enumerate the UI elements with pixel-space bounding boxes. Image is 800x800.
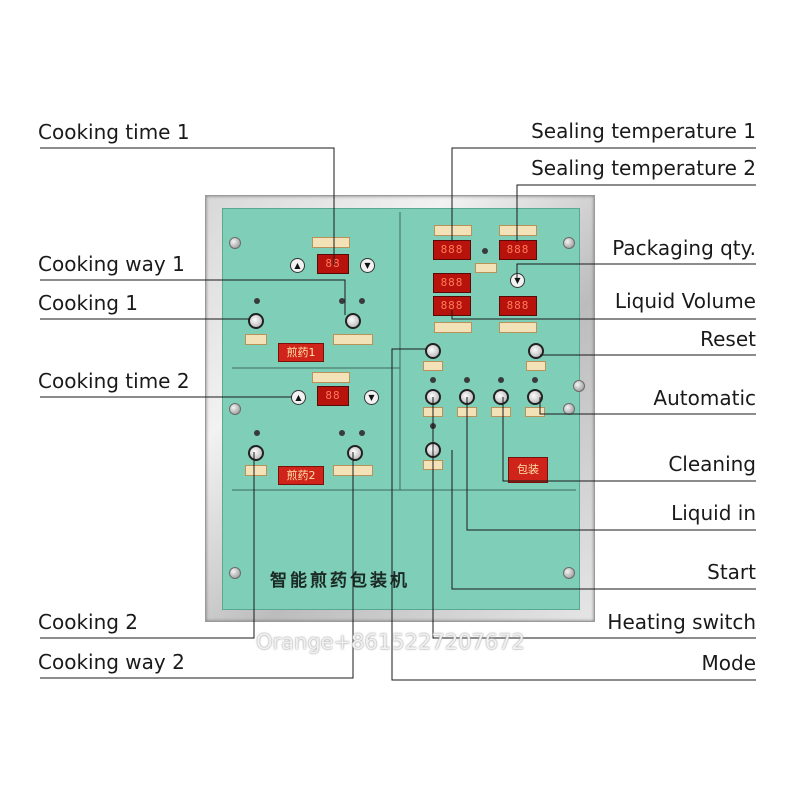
- label-sealing-temperature-2: Sealing temperature 2: [531, 156, 756, 180]
- packaging-qty-tag: [475, 263, 497, 273]
- cooking-way-2-led: [339, 430, 345, 436]
- cooking-way-2-led: [359, 430, 365, 436]
- up-arrow-icon[interactable]: ▲: [290, 258, 305, 273]
- leader-automatic: [539, 397, 756, 415]
- screw-icon: [229, 567, 241, 579]
- cooking-way-2-button[interactable]: [347, 445, 363, 461]
- leader-cooking-time-1: [40, 147, 335, 265]
- automatic-tag: [525, 407, 545, 417]
- screw-icon: [573, 380, 585, 392]
- leader-cooking-way-1: [40, 279, 346, 315]
- cooking-1-tag: [245, 334, 267, 345]
- leader-liquid-volume: [451, 310, 756, 320]
- leader-liquid-in: [466, 397, 756, 531]
- automatic-led: [532, 377, 538, 383]
- up-arrow-icon[interactable]: ▲: [291, 390, 306, 405]
- screw-icon: [563, 237, 575, 249]
- label-sealing-temperature-1: Sealing temperature 1: [531, 119, 756, 143]
- decoction-1-tag: 煎药1: [278, 343, 324, 362]
- screw-icon: [229, 237, 241, 249]
- reset-tag: [526, 361, 546, 371]
- label-mode: Mode: [701, 651, 757, 675]
- decoction-2-tag: 煎药2: [278, 466, 324, 485]
- label-cooking-time-1: Cooking time 1: [38, 120, 190, 144]
- cooking-2-button[interactable]: [248, 445, 264, 461]
- cooking-1-button[interactable]: [248, 313, 264, 329]
- cooking-1-led: [254, 298, 260, 304]
- mode-led: [430, 377, 436, 383]
- label-cooking-2: Cooking 2: [38, 610, 139, 634]
- label-packaging-qty: Packaging qty.: [612, 236, 756, 260]
- label-cooking-way-1: Cooking way 1: [38, 252, 185, 276]
- leader-start: [451, 450, 756, 590]
- cooking-way-1-led: [339, 298, 345, 304]
- leader-cooking-2: [40, 452, 255, 639]
- cleaning-button[interactable]: [493, 389, 509, 405]
- packaging-count-tag: [499, 322, 537, 333]
- mode-tag: [423, 361, 443, 371]
- label-start: Start: [707, 560, 756, 584]
- cooking-2-led: [254, 430, 260, 436]
- cooking-time-2-display: 88: [317, 386, 349, 406]
- mode-button[interactable]: [425, 343, 441, 359]
- leader-packaging-qty: [516, 263, 756, 278]
- leader-sealing-temperature-2: [516, 184, 756, 242]
- cooking-way-1-tag: [333, 334, 373, 345]
- cooking-time-2-tag: [312, 372, 350, 383]
- down-arrow-icon[interactable]: ▼: [360, 258, 375, 273]
- sealing-temperature-2-tag: [499, 225, 537, 236]
- packaging-led: [482, 248, 488, 254]
- label-cooking-1: Cooking 1: [38, 291, 139, 315]
- sealing-temperature-2-display: 888: [499, 240, 537, 260]
- cleaning-tag: [491, 407, 511, 417]
- leader-cooking-way-2: [40, 452, 354, 679]
- cleaning-led: [498, 377, 504, 383]
- label-cleaning: Cleaning: [668, 452, 756, 476]
- automatic-button[interactable]: [527, 389, 543, 405]
- leader-cleaning: [502, 397, 756, 482]
- label-cooking-way-2: Cooking way 2: [38, 650, 185, 674]
- liquid-volume-tag: [434, 322, 472, 333]
- liquid-in-led: [464, 377, 470, 383]
- leader-mode: [391, 348, 756, 681]
- label-automatic: Automatic: [653, 386, 756, 410]
- cooking-way-1-led: [359, 298, 365, 304]
- packaging-qty-display: 888: [499, 296, 537, 316]
- label-liquid-in: Liquid in: [671, 501, 756, 525]
- leader-sealing-temperature-1: [451, 147, 756, 242]
- cooking-way-1-button[interactable]: [345, 313, 361, 329]
- cooking-time-1-display: 88: [317, 254, 349, 274]
- cooking-2-tag: [245, 465, 267, 476]
- label-liquid-volume: Liquid Volume: [614, 289, 756, 313]
- cooking-time-1-tag: [312, 237, 350, 248]
- panel-title: 智能煎药包装机: [270, 571, 410, 591]
- sealing-temperature-1-tag: [434, 225, 472, 236]
- down-arrow-icon[interactable]: ▼: [364, 390, 379, 405]
- watermark: Orange+8615227207672: [256, 630, 525, 654]
- screw-icon: [563, 567, 575, 579]
- liquid-volume-display: 888: [433, 273, 471, 293]
- label-heating-switch: Heating switch: [607, 610, 756, 634]
- leader-heating-switch: [432, 397, 756, 639]
- screw-icon: [229, 403, 241, 415]
- label-cooking-time-2: Cooking time 2: [38, 369, 190, 393]
- label-reset: Reset: [700, 327, 756, 351]
- packaging-tag: 包装: [508, 457, 548, 483]
